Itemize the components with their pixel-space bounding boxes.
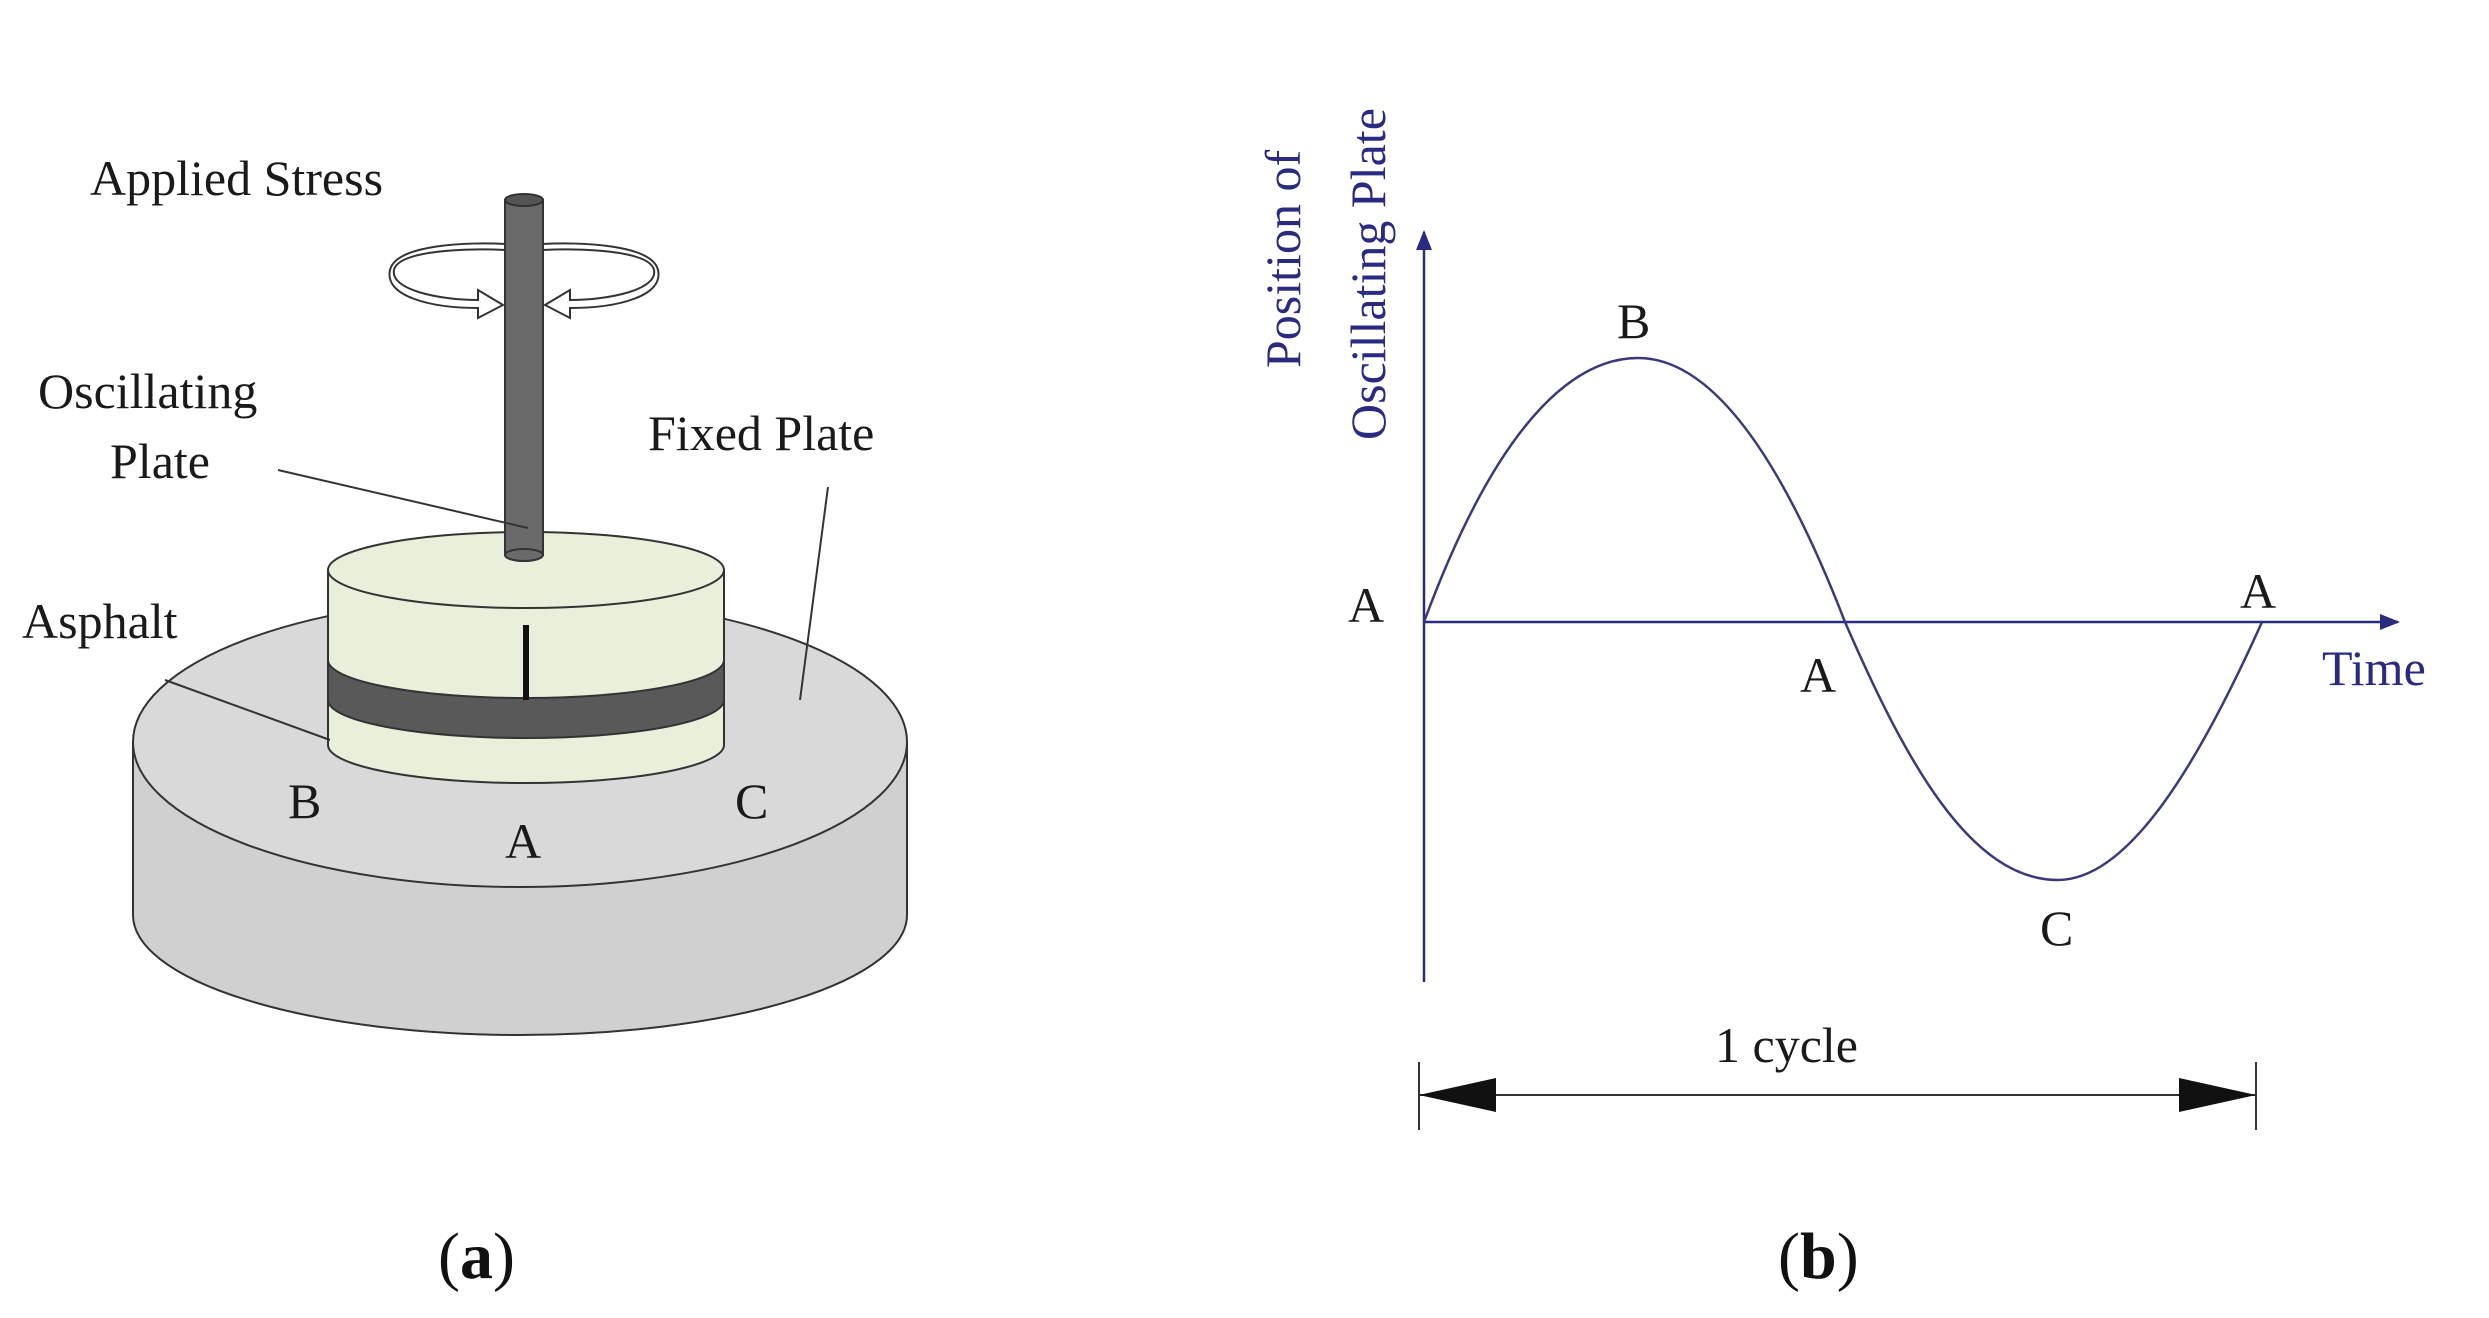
point-a-mid-label: A (1800, 647, 1836, 703)
point-a-label: A (505, 813, 541, 869)
caption-b-close: ) (1837, 1220, 1859, 1293)
x-axis-label: Time (2322, 640, 2426, 696)
cycle-label: 1 cycle (1715, 1017, 1858, 1073)
caption-a-close: ) (493, 1220, 515, 1293)
caption-b-open: ( (1778, 1220, 1800, 1293)
rotation-arrow-right-icon (542, 242, 660, 320)
oscillation-curve (1422, 356, 2264, 882)
cycle-dimension: 1 cycle (1418, 1017, 2257, 1130)
cycle-arrowhead-right (2179, 1078, 2256, 1112)
asphalt-label: Asphalt (22, 593, 178, 649)
oscillating-plate-label-line1: Oscillating (38, 363, 257, 419)
caption-a-open: ( (438, 1220, 460, 1293)
caption-b: (b) (1778, 1220, 1859, 1293)
cycle-arrowhead-left (1419, 1078, 1496, 1112)
caption-b-letter: b (1800, 1220, 1837, 1293)
fixed-plate-label: Fixed Plate (648, 405, 874, 461)
shaft (504, 193, 544, 562)
point-b-peak-label: B (1617, 293, 1650, 349)
asphalt-leader (164, 679, 331, 741)
point-a-start-label: A (1348, 577, 1384, 633)
oscillating-plate-leader (277, 469, 529, 529)
point-b-label: B (288, 773, 321, 829)
y-axis-label-line1: Position of (1255, 150, 1311, 368)
caption-a: (a) (438, 1220, 515, 1293)
point-c-trough-label: C (2040, 900, 2073, 956)
oscillating-plate-label-line2: Plate (110, 433, 210, 489)
point-c-label: C (735, 773, 768, 829)
panel-b-waveform: Position of Oscillating Plate Time A B A… (1255, 108, 2426, 1130)
fixed-plate-leader (799, 486, 829, 701)
panel-a-apparatus: Applied Stress Oscillating Plate Fixed P… (22, 150, 908, 1036)
rotation-arrow-left-icon (388, 242, 506, 320)
y-axis-label-line2: Oscillating Plate (1340, 108, 1396, 440)
caption-a-letter: a (460, 1220, 493, 1293)
applied-stress-label: Applied Stress (90, 150, 383, 206)
oscillating-plate (327, 531, 725, 784)
point-a-end-label: A (2240, 563, 2276, 619)
